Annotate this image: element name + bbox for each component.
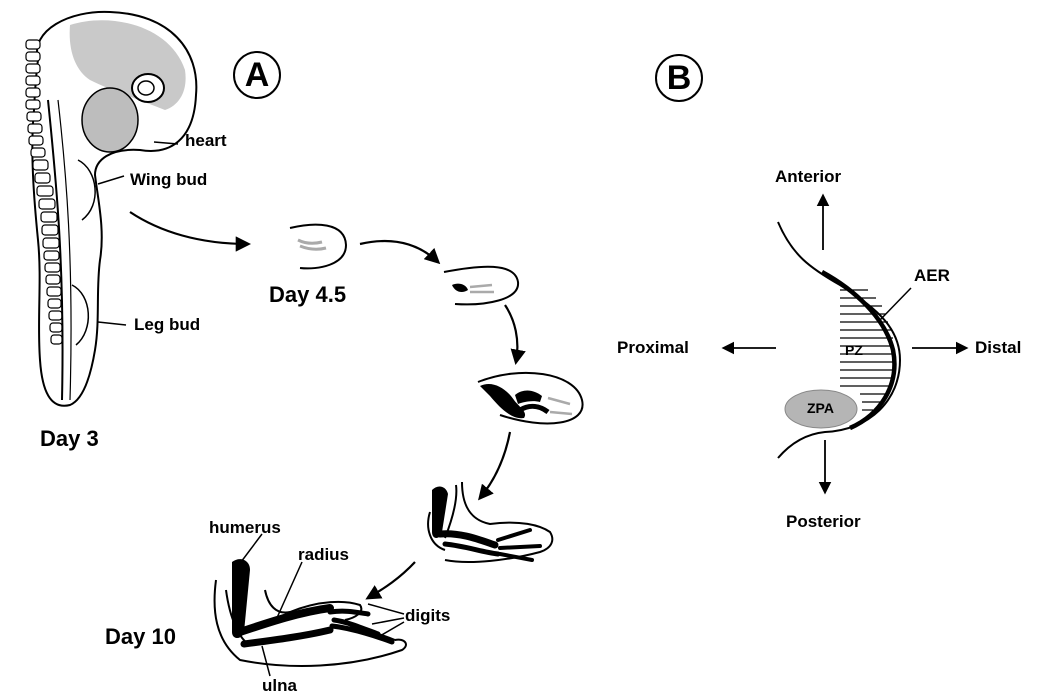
- label-proximal: Proximal: [617, 338, 689, 358]
- label-radius: radius: [298, 545, 349, 565]
- label-anterior: Anterior: [775, 167, 841, 187]
- label-distal: Distal: [975, 338, 1021, 358]
- label-zpa: ZPA: [807, 400, 834, 416]
- label-ulna: ulna: [262, 676, 297, 696]
- arrow-1: [130, 212, 248, 244]
- label-leg-bud: Leg bud: [134, 315, 200, 335]
- limb-stage-3: [478, 373, 583, 424]
- arrow-3: [505, 305, 517, 362]
- label-day3: Day 3: [40, 426, 99, 452]
- label-digits: digits: [405, 606, 450, 626]
- arrow-5: [368, 562, 415, 598]
- day3-embryo: [26, 12, 196, 406]
- label-heart: heart: [185, 131, 227, 151]
- label-day10: Day 10: [105, 624, 176, 650]
- label-pz: PZ: [845, 342, 863, 358]
- aer-leader: [880, 288, 911, 320]
- label-day45: Day 4.5: [269, 282, 346, 308]
- embryo-heart: [82, 88, 138, 152]
- panel-b-marker: B: [655, 54, 703, 102]
- arrow-4: [480, 432, 510, 498]
- limb-stage-4: [428, 482, 552, 562]
- limb-stage-day45: [290, 225, 346, 269]
- label-wing-bud: Wing bud: [130, 170, 207, 190]
- panel-a-marker: A: [233, 51, 281, 99]
- arrow-2: [360, 241, 438, 262]
- ulna-bone: [244, 630, 330, 644]
- label-humerus: humerus: [209, 518, 281, 538]
- limb-stage-2: [444, 267, 518, 305]
- label-posterior: Posterior: [786, 512, 861, 532]
- label-aer: AER: [914, 266, 950, 286]
